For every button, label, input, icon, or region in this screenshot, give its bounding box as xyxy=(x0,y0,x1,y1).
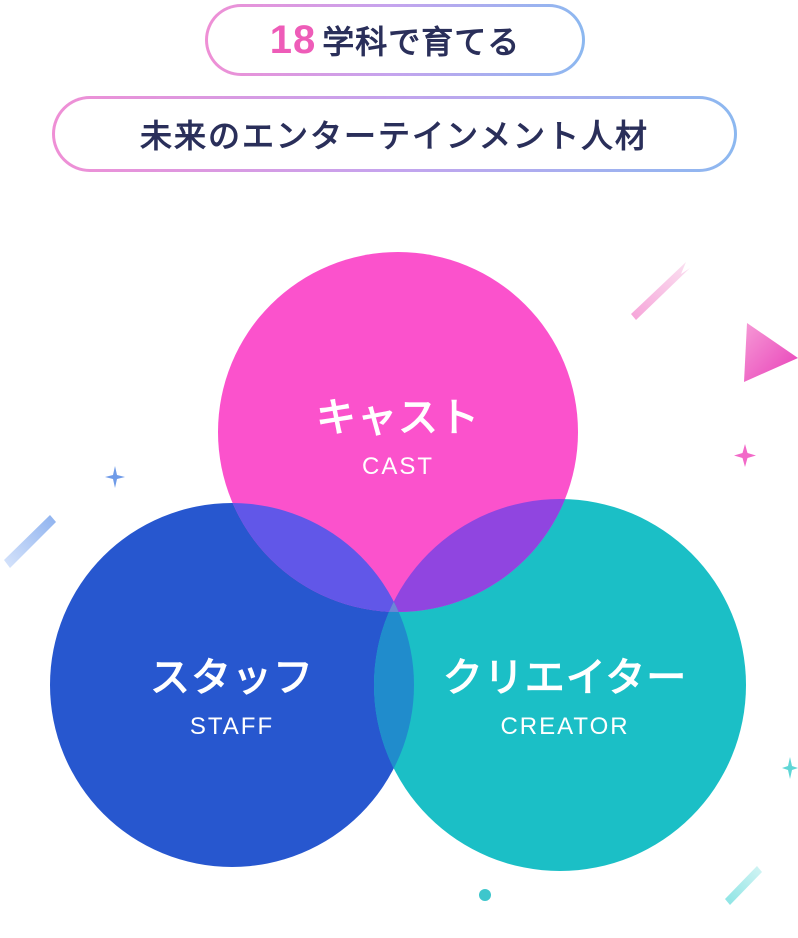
department-count-suffix: 学科で育てる xyxy=(322,23,521,61)
staff-label: スタッフ STAFF xyxy=(122,645,342,741)
creator-label-jp: クリエイター xyxy=(442,655,688,701)
subtitle-pill: 18 学科で育てる xyxy=(205,4,585,76)
blue-streak-decoration xyxy=(4,515,56,568)
pink-triangle-decoration xyxy=(744,323,798,382)
teal-streak-decoration xyxy=(725,866,762,905)
cast-label-jp: キャスト xyxy=(316,395,480,441)
staff-label-en: STAFF xyxy=(189,713,275,740)
pink-streak-decoration xyxy=(631,262,690,320)
department-count: 18 xyxy=(269,17,317,62)
title-pill: 未来のエンターテインメント人材 xyxy=(52,96,737,172)
staff-label-jp: スタッフ xyxy=(150,655,314,701)
cast-label: キャスト CAST xyxy=(288,385,508,481)
cast-creator-overlap xyxy=(374,499,578,612)
creator-label: クリエイター CREATOR xyxy=(420,645,710,741)
blue-sparkle-icon xyxy=(105,466,125,488)
creator-label-en: CREATOR xyxy=(500,713,630,740)
teal-sparkle-icon xyxy=(782,757,798,779)
tagline: 未来のエンターテインメント人材 xyxy=(139,117,650,155)
teal-dot-decoration xyxy=(479,889,491,901)
cast-staff-overlap xyxy=(218,503,414,612)
pink-sparkle-icon xyxy=(734,444,756,467)
cast-label-en: CAST xyxy=(361,453,434,480)
